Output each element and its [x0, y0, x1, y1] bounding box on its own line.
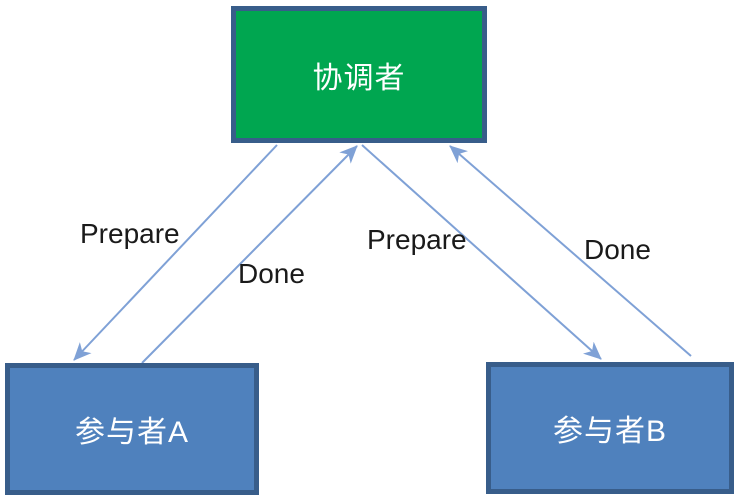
node-participant-b-label: 参与者B	[552, 415, 667, 448]
edge-label-prepare-a: Prepare	[80, 218, 180, 249]
edge-label-done-b: Done	[584, 234, 651, 265]
edge-label-done-a: Done	[238, 258, 305, 289]
edge-prepare-b	[361, 144, 602, 360]
edge-done-b	[449, 145, 692, 357]
node-coordinator-label: 协调者	[312, 61, 406, 95]
node-participant-b: 参与者B	[486, 362, 734, 494]
edge-prepare-a	[73, 144, 278, 361]
node-participant-a: 参与者A	[5, 363, 259, 495]
edge-done-a	[141, 145, 358, 364]
node-participant-a-label: 参与者A	[74, 416, 189, 449]
node-coordinator: 协调者	[231, 6, 487, 143]
edge-label-prepare-b: Prepare	[367, 224, 467, 255]
